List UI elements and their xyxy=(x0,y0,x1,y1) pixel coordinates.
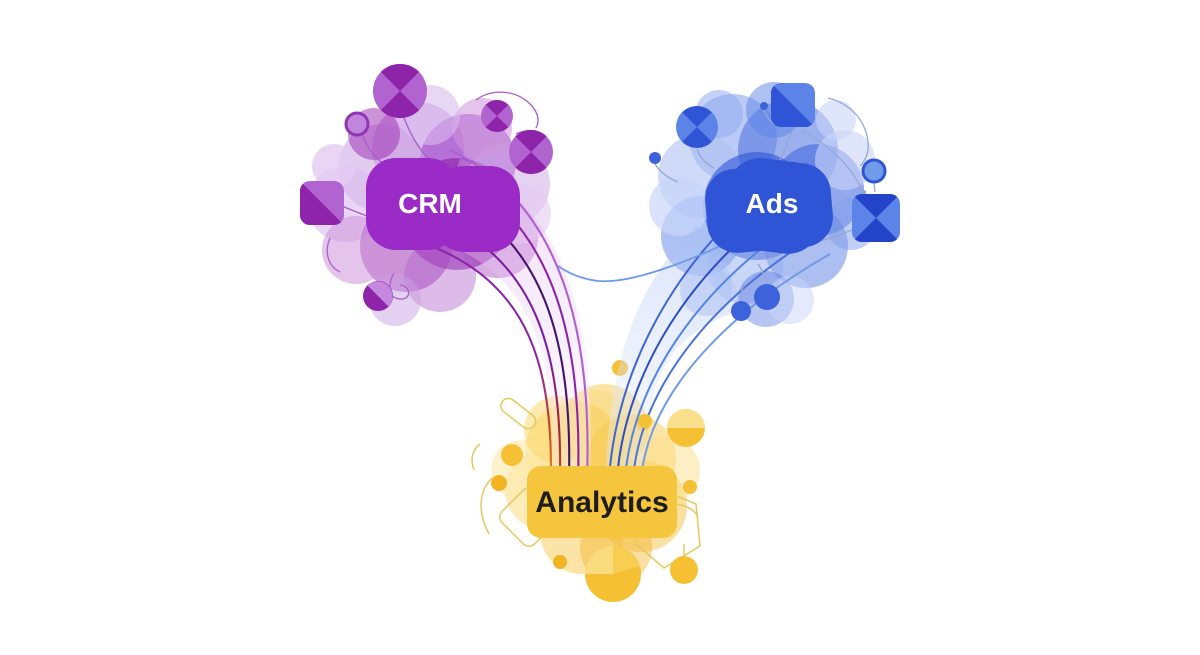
flow-line xyxy=(632,229,827,479)
crm-node: CRM xyxy=(366,158,520,252)
outline-curl xyxy=(480,477,493,535)
ads-satellites xyxy=(649,83,900,321)
connector-line xyxy=(763,109,776,126)
analytics-node-box xyxy=(527,466,677,538)
quad-card-icon xyxy=(852,194,900,242)
connector-line xyxy=(403,117,429,159)
dot-icon xyxy=(754,284,780,310)
pie-chart-icon xyxy=(509,129,553,175)
connector-line xyxy=(696,148,715,169)
flow-line xyxy=(435,247,553,479)
connector-line xyxy=(389,272,410,300)
ads-node-label: Ads xyxy=(746,188,799,219)
outline-curl xyxy=(471,443,481,471)
outline-capsule-icon xyxy=(500,397,537,430)
connector-line xyxy=(475,91,539,129)
ads-node-blob xyxy=(724,158,824,254)
diamond-card-icon xyxy=(771,83,815,127)
pie-chart-icon xyxy=(676,106,718,148)
connector-line xyxy=(779,128,794,161)
connector-line xyxy=(740,282,745,302)
dot-icon xyxy=(670,556,698,584)
dot-icon xyxy=(553,555,567,569)
pie-chart-icon xyxy=(585,545,641,602)
crm-node-blob xyxy=(392,186,496,244)
ring-icon xyxy=(344,111,370,137)
connector-line xyxy=(326,237,341,273)
ring-icon xyxy=(861,158,887,184)
bubble xyxy=(816,100,856,140)
connector-line xyxy=(873,182,876,193)
pie-chart-icon xyxy=(373,63,427,119)
crm-node-label: CRM xyxy=(398,188,462,219)
dot-icon xyxy=(649,152,661,164)
analytics-node: Analytics xyxy=(527,466,677,538)
analytics-node-label: Analytics xyxy=(535,486,668,519)
connector-line xyxy=(827,97,869,167)
connector-arrow-line xyxy=(801,129,865,197)
dot-icon xyxy=(638,414,652,428)
dot-icon xyxy=(760,102,768,110)
dot-icon xyxy=(731,301,751,321)
crm-satellites xyxy=(300,63,553,311)
bubble xyxy=(649,176,709,236)
dot-icon xyxy=(491,475,507,491)
flow-line xyxy=(640,253,831,479)
half-dot-icon xyxy=(363,281,393,311)
bubble xyxy=(815,130,875,190)
connector-line xyxy=(654,163,679,183)
bubble xyxy=(312,144,356,188)
ads-node: Ads xyxy=(705,158,833,254)
connector-line xyxy=(675,503,699,519)
half-dot-icon xyxy=(667,409,705,447)
pie-chart-icon xyxy=(481,100,513,132)
connector-line xyxy=(757,263,768,285)
dot-icon xyxy=(683,480,697,494)
diamond-card-icon xyxy=(300,181,344,225)
analytics-satellites xyxy=(491,409,705,602)
dot-icon xyxy=(501,444,523,466)
